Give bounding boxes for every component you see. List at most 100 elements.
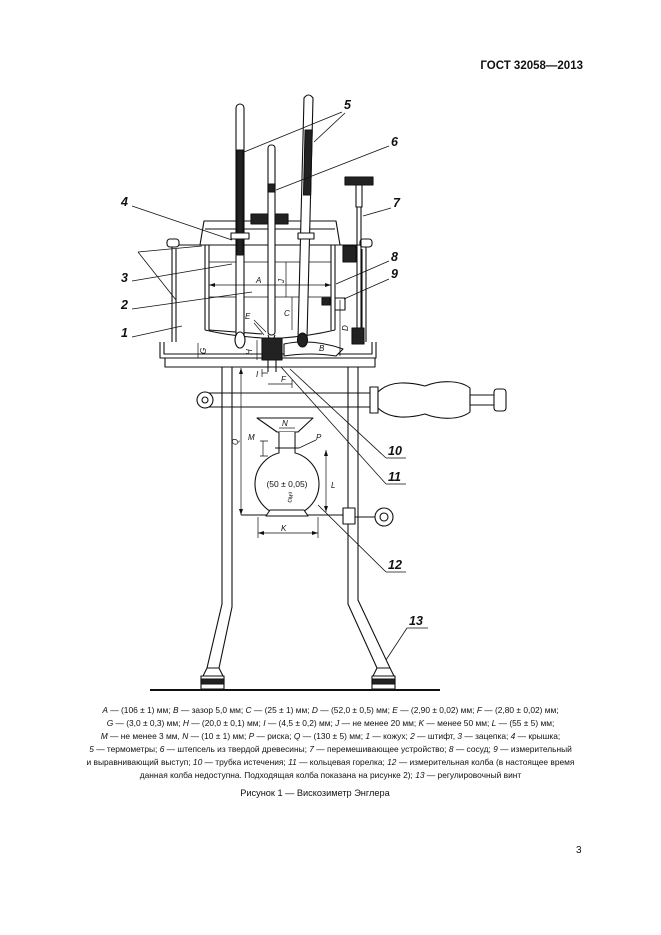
key-description: — (3,0 ± 0,3) мм;	[113, 718, 183, 728]
key-description: — (106 ± 1) мм;	[107, 705, 173, 715]
key-symbol: M	[100, 731, 108, 741]
key-symbol: C	[245, 705, 252, 715]
key-symbol: Q	[293, 731, 301, 741]
key-symbol: 1	[365, 731, 371, 741]
dim-label-p: P	[316, 433, 322, 442]
callout-5: 5	[344, 98, 352, 112]
dim-label-j: J	[277, 278, 286, 284]
callout-12: 12	[388, 558, 402, 572]
key-description: — не менее 3 мм,	[107, 731, 183, 741]
key-line: 5 — термометры; 6 — штепсель из твердой …	[40, 743, 621, 756]
key-description: — кожух;	[370, 731, 411, 741]
key-line: M — не менее 3 мм, N — (10 ± 1) мм; P — …	[40, 730, 621, 743]
dim-label-n: N	[282, 419, 288, 428]
callout-7: 7	[393, 196, 401, 210]
key-description: — измерительная колба (в настоящее время	[396, 757, 575, 767]
key-description: — зазор 5,0 мм;	[178, 705, 246, 715]
key-symbol: N	[182, 731, 189, 741]
flask-support	[241, 507, 394, 527]
figure-key: A — (106 ± 1) мм; B — зазор 5,0 мм; C — …	[40, 704, 621, 782]
key-description: — не менее 20 мм;	[339, 718, 419, 728]
key-description: — кольцевая горелка;	[296, 757, 388, 767]
key-symbol: 10	[192, 757, 203, 767]
key-symbol: G	[106, 718, 114, 728]
key-description: — штифт,	[414, 731, 458, 741]
dim-label-i: I	[256, 370, 259, 379]
callout-13: 13	[409, 614, 423, 628]
callout-11: 11	[388, 470, 401, 484]
key-description: — менее 50 мм;	[424, 718, 492, 728]
key-symbol: F	[476, 705, 482, 715]
dim-label-h: H	[245, 349, 254, 355]
key-description: — (20,0 ± 0,1) мм;	[188, 718, 264, 728]
page-number: 3	[576, 845, 582, 856]
left-leg	[200, 367, 233, 690]
key-description: — (52,0 ± 0,5) мм;	[317, 705, 393, 715]
dim-label-g: G	[199, 348, 208, 354]
key-description: и выравнивающий выступ;	[86, 757, 193, 767]
flask-volume: (50 ± 0,05)	[266, 479, 307, 489]
key-symbol: L	[491, 718, 497, 728]
key-symbol: I	[263, 718, 266, 728]
key-description: — сосуд;	[453, 744, 494, 754]
key-description: — перемешивающее устройство;	[313, 744, 449, 754]
key-symbol: 6	[159, 744, 165, 754]
key-line: и выравнивающий выступ; 10 — трубка исте…	[40, 756, 621, 769]
key-symbol: K	[418, 718, 425, 728]
stirrer	[342, 176, 374, 345]
burner-ring	[283, 341, 344, 357]
key-symbol: 7	[309, 744, 314, 754]
key-description: данная колба недоступна. Подходящая колб…	[139, 770, 416, 780]
callout-leaders	[131, 111, 428, 661]
callout-1: 1	[121, 326, 128, 340]
key-line: G — (3,0 ± 0,3) мм; H — (20,0 ± 0,1) мм;…	[40, 717, 621, 730]
key-symbol: 8	[448, 744, 454, 754]
key-symbol: E	[392, 705, 398, 715]
handle	[369, 381, 507, 419]
key-symbol: B	[172, 705, 179, 715]
key-symbol: A	[102, 705, 108, 715]
key-symbol: 12	[387, 757, 397, 767]
thermometer-left	[230, 103, 250, 349]
key-symbol: 4	[510, 731, 516, 741]
key-description: — (55 ± 5) мм;	[496, 718, 555, 728]
callout-10: 10	[388, 444, 402, 458]
callout-2: 2	[120, 298, 128, 312]
callout-6: 6	[391, 135, 399, 149]
callout-8: 8	[391, 250, 398, 264]
dim-label-c: C	[284, 309, 290, 318]
dim-label-d: D	[341, 325, 350, 331]
measuring-flask	[254, 417, 320, 517]
key-symbol: P	[248, 731, 255, 741]
dim-label-q: Q	[231, 439, 240, 445]
flask-volume-unit: см³	[286, 491, 296, 504]
jacket	[166, 238, 373, 342]
key-symbol: 2	[410, 731, 415, 741]
key-symbol: 3	[457, 731, 463, 741]
key-description: — зацепка;	[462, 731, 511, 741]
dim-label-m: M	[248, 433, 255, 442]
key-description: — термометры;	[93, 744, 160, 754]
dim-label-l: L	[331, 481, 335, 490]
dim-label-b: B	[319, 344, 325, 353]
key-description: — регулировочный винт	[424, 770, 522, 780]
key-description: — измерительный	[497, 744, 572, 754]
key-description: — (2,80 ± 0,02) мм;	[481, 705, 559, 715]
key-description: — (130 ± 5) мм;	[300, 731, 366, 741]
figure-caption: Рисунок 1 — Вискозиметр Энглера	[240, 788, 390, 798]
plug-rod	[267, 144, 276, 346]
dim-label-f: F	[281, 375, 287, 384]
callout-3: 3	[121, 271, 128, 285]
key-symbol: D	[311, 705, 318, 715]
key-description: — крышка;	[515, 731, 561, 741]
key-symbol: J	[335, 718, 340, 728]
key-description: — трубка истечения;	[202, 757, 289, 767]
dim-label-a: A	[255, 276, 261, 285]
crossbar	[196, 391, 370, 409]
key-description: — (2,90 ± 0,02) мм;	[397, 705, 477, 715]
key-line: A — (106 ± 1) мм; B — зазор 5,0 мм; C — …	[40, 704, 621, 717]
key-description: — (25 ± 1) мм;	[251, 705, 312, 715]
callout-4: 4	[120, 195, 128, 209]
key-symbol: 5	[89, 744, 94, 754]
dimension-lines	[197, 262, 341, 538]
